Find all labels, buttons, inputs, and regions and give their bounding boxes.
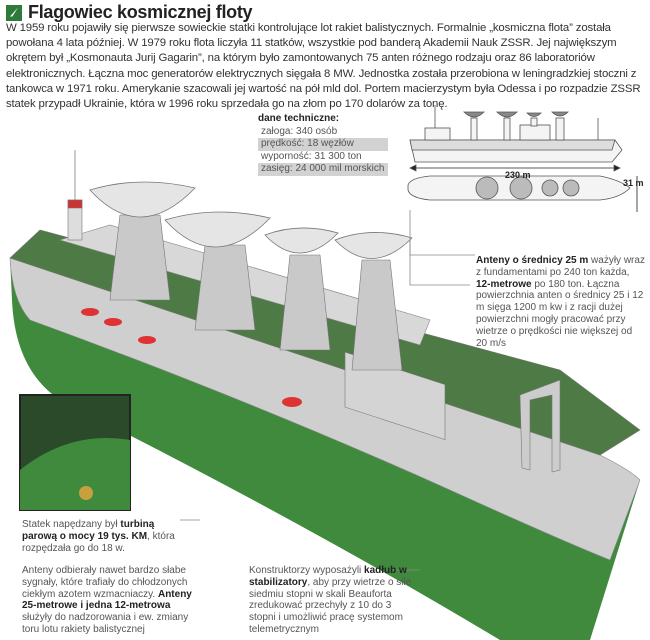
note-text: po 180 ton. Łączna powierzchnia anten o …	[476, 278, 644, 349]
length-label: 230 m	[505, 170, 531, 180]
tech-specs: dane techniczne: załoga: 340 osób prędko…	[258, 113, 388, 176]
signals-note: Anteny odbierały nawet bardzo słabe sygn…	[22, 565, 192, 636]
tech-row: załoga: 340 osób	[261, 125, 338, 137]
propeller-icon	[79, 486, 93, 500]
page-title: Flagowiec kosmicznej floty	[28, 2, 253, 22]
tech-row: zasięg: 24 000 mil morskich	[258, 163, 388, 176]
tech-row: prędkość: 18 węzłów	[258, 138, 388, 151]
intro-text: W 1959 roku pojawiły się pierwsze sowiec…	[6, 22, 641, 111]
width-label: 31 m	[623, 178, 644, 188]
main-ship	[9, 150, 641, 640]
leader-lines	[180, 210, 475, 571]
note-bold: kadłub w stabilizatory	[249, 565, 407, 588]
note-text: służyły do nadzorowania i ew. zmiany tor…	[22, 612, 189, 635]
antennas-note: Anteny o średnicy 25 m ważyły wraz z fun…	[476, 255, 646, 349]
note-bold: Anteny o średnicy 25 m	[476, 255, 589, 266]
note-text: Anteny odbierały nawet bardzo słabe sygn…	[22, 565, 188, 600]
note-text: , która rozpędzała go do 18 w.	[22, 530, 175, 554]
note-text: Statek napędzany był	[22, 519, 121, 530]
note-bold: Anteny 25-metrowe i jedna 12-metrowa	[22, 588, 192, 612]
note-bold: turbiną parową o mocy 19 tys. KM	[22, 519, 155, 542]
note-text: , aby przy wietrze o sile siedmiu stopni…	[249, 576, 412, 635]
note-text: Konstruktorzy wyposażyli	[249, 565, 365, 576]
side-profile-drawing	[407, 105, 638, 212]
antenna-towers	[67, 150, 403, 371]
antenna-dishes	[89, 181, 413, 259]
note-text: ważyły wraz z fundamentami po 240 ton ka…	[476, 255, 645, 278]
lifeboats	[81, 308, 302, 407]
turbine-note: Statek napędzany był turbiną parową o mo…	[22, 519, 182, 554]
tech-row: wyporność: 31 300 ton	[261, 150, 362, 162]
stabilizers-note: Konstruktorzy wyposażyli kadłub w stabil…	[249, 565, 414, 636]
logo-icon	[6, 4, 22, 21]
note-bold: 12-metrowe	[476, 278, 532, 290]
header: Flagowiec kosmicznej floty	[6, 2, 253, 23]
tech-heading: dane techniczne:	[258, 113, 340, 124]
